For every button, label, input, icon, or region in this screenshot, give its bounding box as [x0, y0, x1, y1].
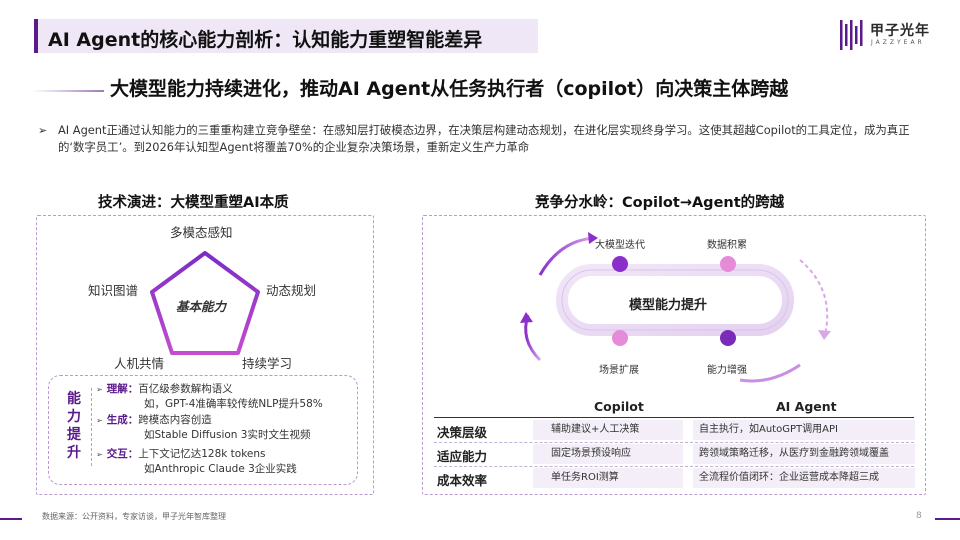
arrow-icon: ➢	[96, 450, 103, 459]
title-background	[38, 19, 538, 53]
vertex-label-empathy: 人机共情	[114, 356, 165, 371]
table-row-label: 成本效率	[437, 473, 488, 488]
intro-paragraph: AI Agent正通过认知能力的三重重构建立竞争壁垒：在感知层打破模态边界，在决…	[58, 123, 910, 154]
table-cell-copilot: 单任务ROI测算	[533, 468, 683, 488]
table-row-divider	[434, 442, 914, 443]
jazzyear-logo-icon	[840, 20, 863, 50]
logo-text: 甲子光年	[870, 23, 930, 39]
cycle-core-label: 模型能力提升	[629, 298, 708, 313]
cycle-node-scenario-expansion	[612, 330, 628, 346]
node-label-data-accumulation: 数据积累	[707, 240, 747, 251]
footer-accent-right	[935, 518, 960, 520]
table-cell-copilot: 固定场景预设响应	[533, 444, 683, 464]
right-section-frame	[422, 215, 926, 495]
pentagon-diagram	[150, 251, 260, 355]
table-row-divider	[434, 466, 914, 467]
subtitle: 大模型能力持续进化，推动AI Agent从任务执行者（copilot）向决策主体…	[110, 78, 789, 100]
footer-accent-left	[0, 518, 22, 520]
page-number: 8	[916, 511, 922, 521]
left-section-frame	[36, 215, 374, 495]
table-header-rule	[434, 417, 914, 418]
node-label-scenario-expansion: 场景扩展	[599, 365, 639, 376]
left-section-title: 技术演进：大模型重塑AI本质	[98, 195, 289, 211]
data-source-note: 数据来源：公开资料，专家访谈，甲子光年智库整理	[42, 512, 226, 521]
page-title: AI Agent的核心能力剖析：认知能力重塑智能差异	[48, 29, 483, 51]
node-label-capability-enhancement: 能力增强	[707, 365, 747, 376]
table-row-label: 适应能力	[437, 449, 488, 464]
capability-box	[48, 375, 358, 485]
node-label-model-iteration: 大模型迭代	[595, 240, 645, 251]
pentagon-center-label: 基本能力	[176, 299, 227, 314]
cycle-node-model-iteration	[612, 256, 628, 272]
table-row-label: 决策层级	[437, 425, 488, 440]
table-cell-copilot: 辅助建议+人工决策	[533, 420, 683, 440]
capability-item-understand: ➢理解：百亿级参数解构语义 如，GPT-4准确率较传统NLP提升58%	[96, 383, 323, 410]
table-cell-agent: 全流程价值闭环：企业运营成本降超三成	[693, 468, 915, 488]
capability-cycle-diagram	[520, 232, 831, 383]
logo-subtext: JAZZYEAR	[871, 39, 925, 46]
subtitle-decor-line	[32, 90, 104, 92]
arrow-icon: ➢	[96, 416, 103, 425]
title-accent-bar	[34, 19, 38, 53]
cycle-node-data-accumulation	[720, 256, 736, 272]
vertex-label-knowledge-graph: 知识图谱	[88, 283, 139, 298]
capability-divider	[91, 388, 92, 466]
table-header-agent: AI Agent	[776, 399, 837, 414]
capability-item-interact: ➢交互：上下文记忆达128k tokens 如Anthropic Claude …	[96, 448, 297, 475]
right-section-title: 竞争分水岭：Copilot→Agent的跨越	[535, 195, 785, 211]
table-cell-agent: 跨领域策略迁移，从医疗到金融跨领域覆盖	[693, 444, 915, 464]
bullet-arrow-icon: ➢	[38, 124, 48, 137]
capability-side-label: 能力提升	[67, 391, 81, 461]
cycle-node-capability-enhancement	[720, 330, 736, 346]
vertex-label-planning: 动态规划	[266, 283, 317, 298]
capability-item-generate: ➢生成：跨模态内容创造 如Stable Diffusion 3实时文生视频	[96, 414, 311, 441]
table-cell-agent: 自主执行，如AutoGPT调用API	[693, 420, 915, 440]
table-header-copilot: Copilot	[594, 399, 644, 414]
arrow-icon: ➢	[96, 385, 103, 394]
vertex-label-multimodal: 多模态感知	[170, 225, 233, 240]
vertex-label-learning: 持续学习	[242, 356, 293, 371]
